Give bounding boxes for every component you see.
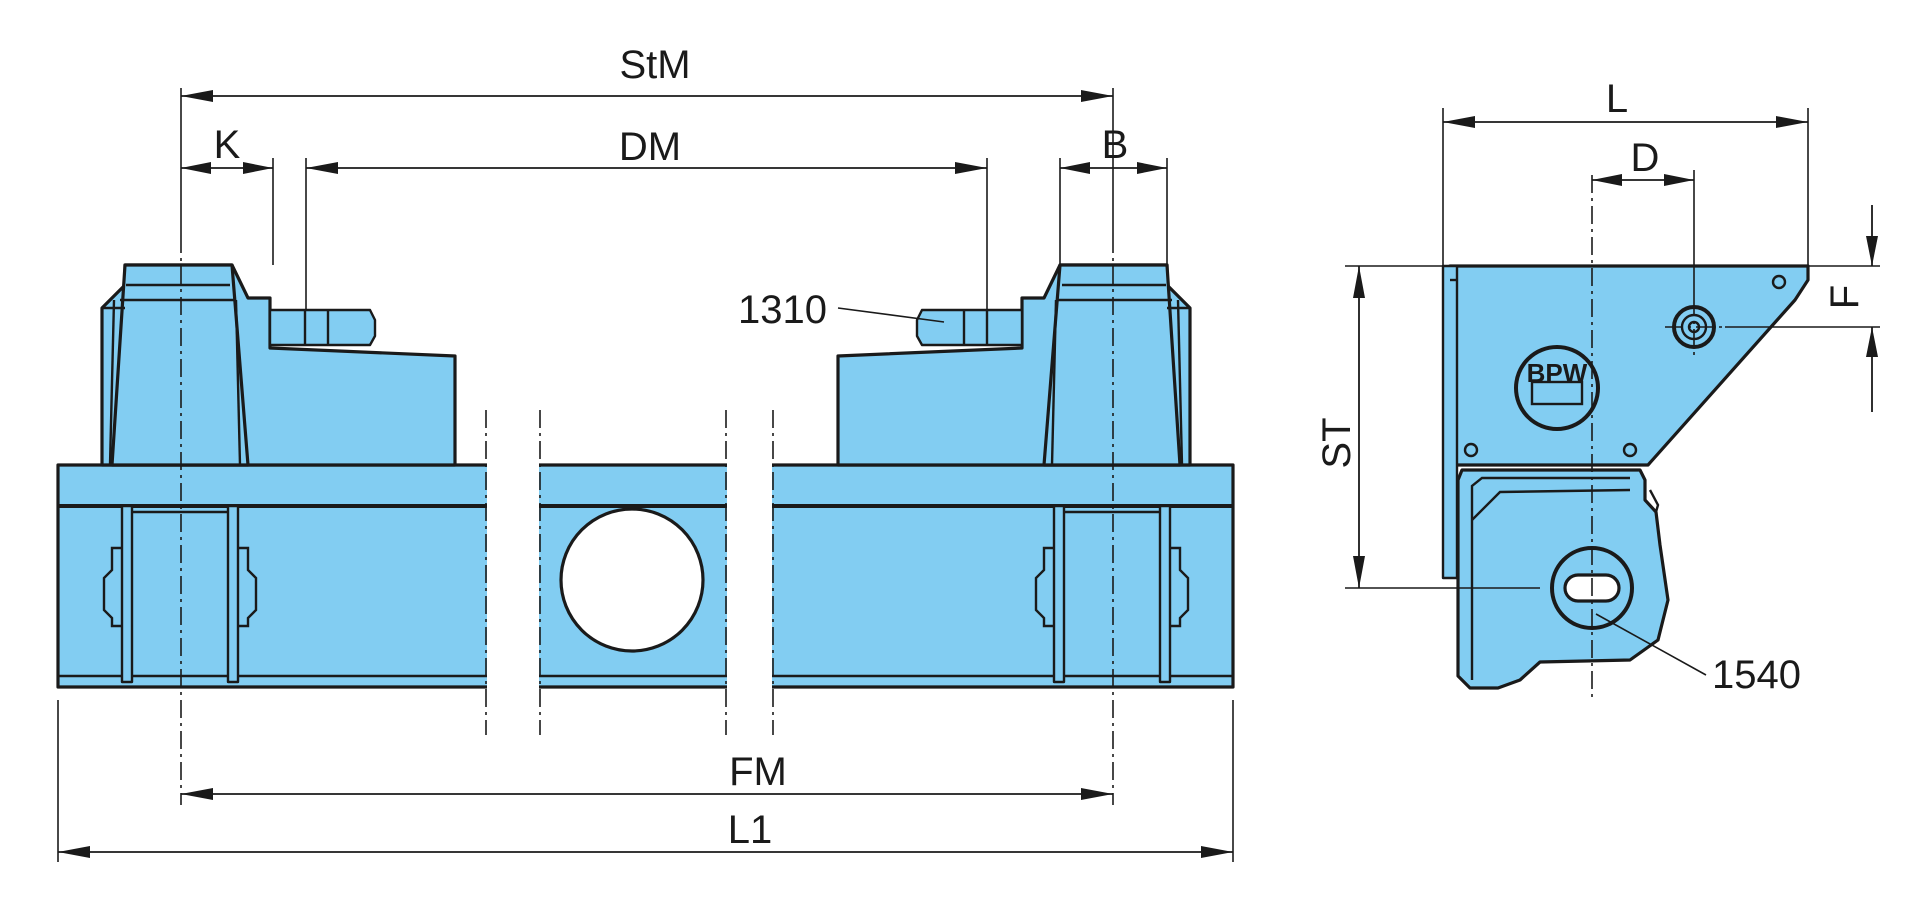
break-gap-right <box>727 400 772 700</box>
front-view: StM K DM B FM <box>56 43 1235 862</box>
bpw-logo: BPW <box>1514 345 1600 431</box>
st-label: ST <box>1315 417 1359 468</box>
l1-label: L1 <box>728 808 773 852</box>
right-lower-plates <box>1034 504 1190 684</box>
side-u-profile <box>1456 468 1670 690</box>
part-1310-label: 1310 <box>738 288 827 332</box>
dimension-d: D <box>1592 136 1694 186</box>
callout-1540: 1540 <box>1595 613 1801 697</box>
d-label: D <box>1631 136 1660 180</box>
callout-1310: 1310 <box>738 288 945 332</box>
k-label: K <box>214 123 241 167</box>
fm-label: FM <box>729 750 787 794</box>
dimension-l: L <box>1443 77 1808 128</box>
dimension-dm: DM <box>306 125 987 174</box>
f-label: F <box>1823 285 1867 309</box>
side-flange <box>1441 264 1459 580</box>
dm-label: DM <box>619 125 681 169</box>
side-view: BPW L D <box>1315 77 1880 700</box>
left-lower-plates <box>102 504 258 684</box>
dimension-fm: FM <box>181 750 1113 800</box>
b-label: B <box>1102 123 1129 167</box>
dimension-b: B <box>1060 123 1167 174</box>
right-bracket <box>836 263 1192 467</box>
dimension-f: F <box>1823 205 1878 412</box>
beam-hole <box>559 507 705 653</box>
left-bracket <box>100 263 457 467</box>
part-1540-label: 1540 <box>1712 653 1801 697</box>
dimension-st: ST <box>1315 266 1365 588</box>
right-pin <box>915 308 1024 347</box>
dimension-stm: StM <box>181 43 1113 102</box>
l-label: L <box>1606 77 1628 121</box>
logo-text: BPW <box>1527 358 1588 388</box>
side-upper-plate <box>1448 264 1810 467</box>
stm-label: StM <box>619 43 690 87</box>
left-pin <box>268 308 377 347</box>
dimension-k: K <box>181 123 273 174</box>
break-gap-left <box>487 400 539 700</box>
dimension-l1: L1 <box>58 808 1233 858</box>
